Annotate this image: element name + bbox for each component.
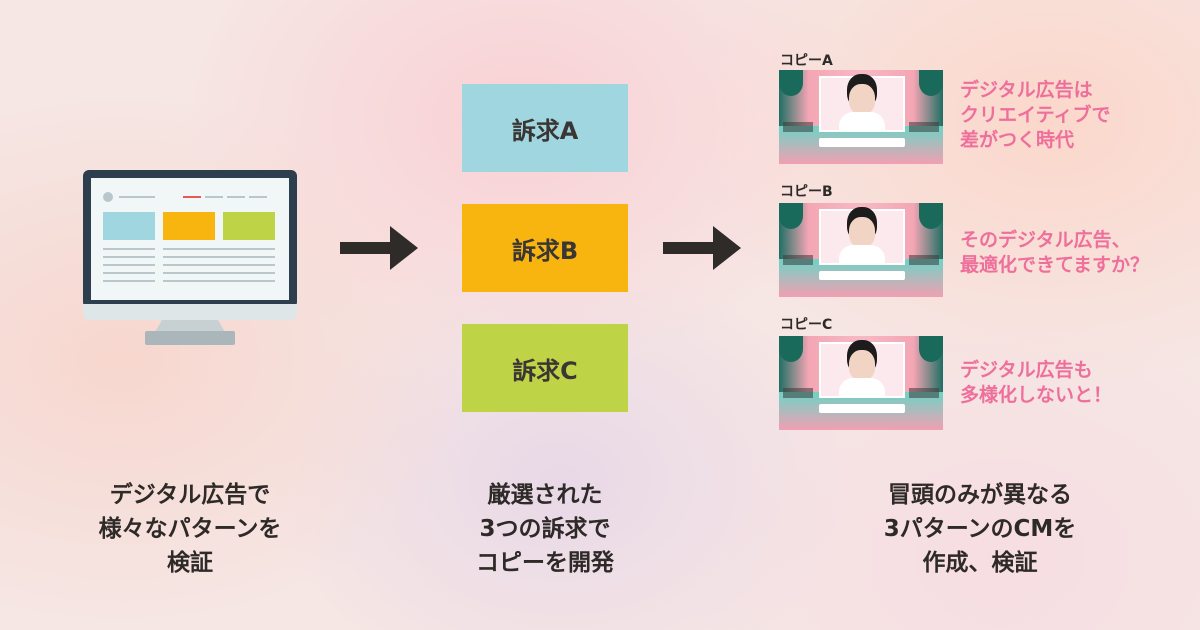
copy-text-b: そのデジタル広告、 最適化できてますか？: [960, 229, 1150, 276]
copy-label-c: コピーC: [780, 317, 833, 333]
screen-nav-active: [183, 196, 201, 198]
screen-card-blue: [103, 212, 155, 240]
cm-thumbnail-a: [779, 70, 943, 164]
screen-text-line: [103, 272, 155, 274]
screen-nav-item: [205, 196, 223, 198]
cm-thumbnail-b: [779, 203, 943, 297]
appeal-box-a: 訴求A: [462, 84, 628, 172]
screen-text-line: [163, 280, 275, 282]
copy-text-a: デジタル広告は クリエイティブで 差がつく時代: [960, 79, 1111, 151]
appeal-label: 訴求C: [512, 356, 578, 385]
caption-left: デジタル広告で 様々なパターンを 検証: [98, 482, 282, 576]
screen-text-line: [103, 264, 155, 266]
cm-thumbnail-c: [779, 336, 943, 430]
screen-nav-item: [249, 196, 267, 198]
copy-text-c: デジタル広告も 多様化しないと！: [960, 359, 1113, 406]
screen-card-green: [223, 212, 275, 240]
screen-text-line: [163, 264, 275, 266]
monitor-illustration: [83, 170, 297, 345]
copy-label-b: コピーB: [780, 184, 833, 200]
screen-text-line: [163, 256, 275, 258]
screen-text-line: [103, 280, 155, 282]
appeal-box-b: 訴求B: [462, 204, 628, 292]
screen-card-yellow: [163, 212, 215, 240]
screen-text-line: [103, 248, 155, 250]
screen-text-line: [163, 248, 275, 250]
arrow-right-icon: [340, 226, 418, 270]
caption-middle: 厳選された 3つの訴求で コピーを開発: [476, 482, 614, 576]
appeal-label: 訴求A: [511, 116, 579, 145]
monitor-screen: [91, 178, 289, 300]
copy-label-a: コピーA: [780, 53, 833, 69]
screen-header-line: [119, 196, 155, 198]
arrow-right-icon: [663, 226, 741, 270]
caption-right: 冒頭のみが異なる 3パターンのCMを 作成、検証: [883, 482, 1077, 576]
appeal-label: 訴求B: [511, 236, 579, 265]
screen-logo-dot: [103, 192, 113, 202]
monitor-neck: [155, 320, 225, 332]
monitor-base: [145, 331, 235, 345]
screen-text-line: [163, 272, 275, 274]
monitor-chin: [83, 304, 297, 320]
appeal-box-c: 訴求C: [462, 324, 628, 412]
screen-nav-item: [227, 196, 245, 198]
screen-text-line: [103, 256, 155, 258]
